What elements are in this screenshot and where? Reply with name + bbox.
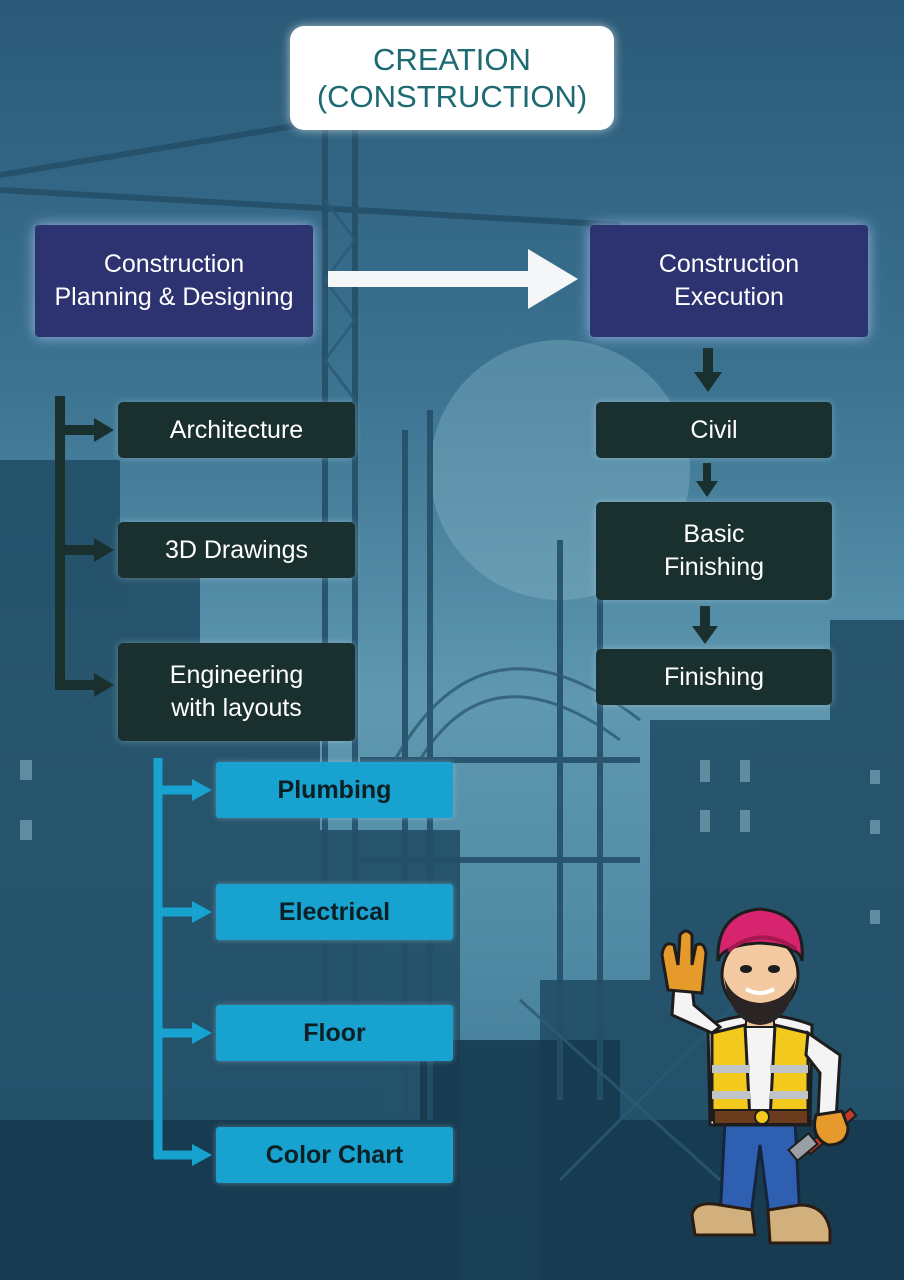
basic-finishing-line-2: Finishing [663,553,765,581]
planning-to-execution-arrow [328,249,578,309]
civil-box: Civil [596,402,832,458]
title-line-2: (CONSTRUCTION) [316,79,588,114]
planning-line-2: Planning & Designing [54,283,294,311]
basic-finishing-line-1: Basic [683,520,745,548]
floor-label: Floor [303,1018,366,1047]
finishing-label: Finishing [663,662,765,691]
execution-flow-arrows [692,348,722,644]
color-chart-label: Color Chart [265,1140,404,1169]
3d-drawings-label: 3D Drawings [164,535,309,564]
plumbing-box: Plumbing [216,762,453,818]
architecture-box: Architecture [118,402,355,458]
engineering-line-1: Engineering [169,661,304,689]
floor-box: Floor [216,1005,453,1061]
execution-box: Construction Execution [590,225,868,337]
execution-line-2: Execution [674,283,784,311]
engineering-branch-arrows [153,758,196,1160]
color-chart-box: Color Chart [216,1127,453,1183]
planning-branch-arrows [55,396,100,690]
electrical-label: Electrical [278,897,391,926]
title-line-1: CREATION [373,42,531,77]
electrical-box: Electrical [216,884,453,940]
plumbing-label: Plumbing [277,775,392,804]
basic-finishing-box: Basic Finishing [596,502,832,600]
planning-box: Construction Planning & Designing [35,225,313,337]
planning-line-1: Construction [103,250,245,278]
engineering-line-2: with layouts [171,694,302,722]
engineering-box: Engineering with layouts [118,643,355,741]
finishing-box: Finishing [596,649,832,705]
architecture-label: Architecture [169,415,304,444]
civil-label: Civil [690,415,738,444]
3d-drawings-box: 3D Drawings [118,522,355,578]
execution-line-1: Construction [658,250,800,278]
title-box: CREATION (CONSTRUCTION) [290,26,614,130]
construction-worker-mascot-icon [660,907,858,1245]
